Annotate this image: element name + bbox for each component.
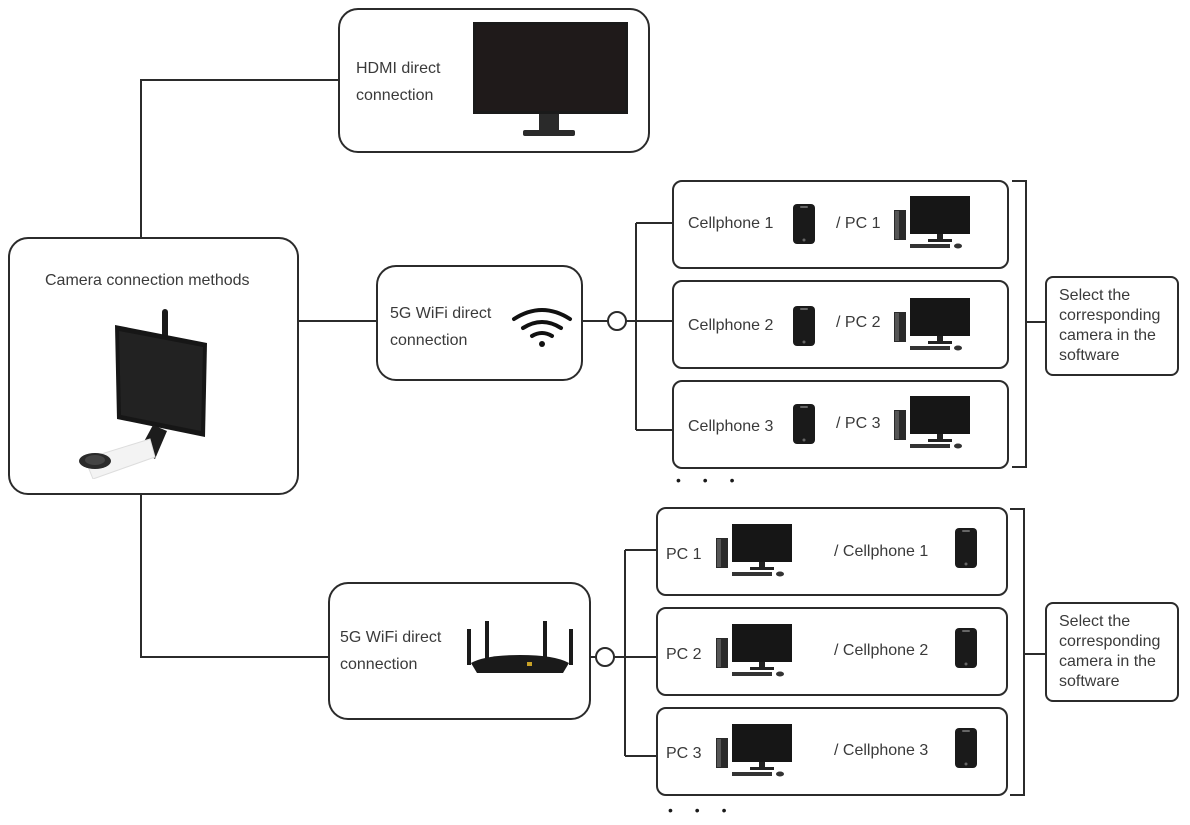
note-g1-line3: camera in the — [1059, 327, 1156, 344]
monitor-image — [473, 22, 628, 136]
cellphone-icon — [793, 204, 815, 249]
g1-device-2: Cellphone 2 — [688, 317, 774, 334]
g2-alt-2: / Cellphone 2 — [834, 642, 929, 659]
more-indicator-g1: • • • — [676, 472, 744, 488]
bracket-2 — [1010, 508, 1046, 796]
note-box-g2: Select the corresponding camera in the s… — [1045, 602, 1179, 702]
hdmi-box: HDMI direct connection — [338, 8, 650, 153]
g1-alt-1: / PC 1 — [836, 215, 881, 232]
wifi-direct-label-line2: connection — [390, 332, 468, 349]
wifi-icon — [512, 308, 572, 347]
junction-node-1 — [607, 311, 627, 331]
pc-icon — [716, 624, 796, 685]
cellphone-icon — [955, 528, 977, 573]
pc-icon — [894, 396, 974, 457]
pc-icon — [716, 724, 796, 785]
g2-device-3: PC 3 — [666, 745, 702, 762]
note-g1-line1: Select the — [1059, 287, 1131, 304]
cellphone-icon — [955, 728, 977, 773]
router-image — [467, 621, 573, 673]
hub-box: Camera connection methods — [8, 237, 299, 495]
note-box-g1: Select the corresponding camera in the s… — [1045, 276, 1179, 376]
hdmi-label-line2: connection — [356, 87, 434, 104]
g1-device-3: Cellphone 3 — [688, 418, 774, 435]
pc-icon — [894, 196, 974, 257]
wifi-direct-box: 5G WiFi direct connection — [376, 265, 583, 381]
g2-alt-1: / Cellphone 1 — [834, 543, 929, 560]
g1-device-1: Cellphone 1 — [688, 215, 774, 232]
g2-alt-3: / Cellphone 3 — [834, 742, 929, 759]
note-g2-line4: software — [1059, 673, 1120, 690]
pc-icon — [716, 524, 796, 585]
router-label-line1: 5G WiFi direct — [340, 629, 442, 646]
hub-title: Camera connection methods — [45, 272, 250, 289]
note-g2-line1: Select the — [1059, 613, 1131, 630]
wifi-direct-label-line1: 5G WiFi direct — [390, 305, 492, 322]
microscope-camera-image — [79, 309, 207, 479]
device-box-g2-3 — [656, 707, 1008, 796]
more-indicator-g2: • • • — [668, 802, 736, 818]
cellphone-icon — [955, 628, 977, 673]
hdmi-label-line1: HDMI direct — [356, 60, 441, 77]
note-g1-line4: software — [1059, 347, 1120, 364]
cellphone-icon — [793, 404, 815, 449]
router-label-line2: connection — [340, 656, 418, 673]
g1-alt-2: / PC 2 — [836, 314, 881, 331]
cellphone-icon — [793, 306, 815, 351]
line-hub-router — [140, 494, 330, 658]
note-g2-line2: corresponding — [1059, 633, 1161, 650]
branch-trunk-2 — [614, 549, 657, 757]
note-g1-line2: corresponding — [1059, 307, 1161, 324]
g1-alt-3: / PC 3 — [836, 415, 881, 432]
note-g2-line3: camera in the — [1059, 653, 1156, 670]
pc-icon — [894, 298, 974, 359]
g2-device-2: PC 2 — [666, 646, 702, 663]
router-box: 5G WiFi direct connection — [328, 582, 591, 720]
line-hub-hdmi — [140, 79, 340, 238]
junction-node-2 — [595, 647, 615, 667]
device-box-g2-1 — [656, 507, 1008, 596]
branch-trunk-1 — [626, 222, 673, 431]
bracket-1 — [1012, 180, 1046, 468]
device-box-g2-2 — [656, 607, 1008, 696]
g2-device-1: PC 1 — [666, 546, 702, 563]
